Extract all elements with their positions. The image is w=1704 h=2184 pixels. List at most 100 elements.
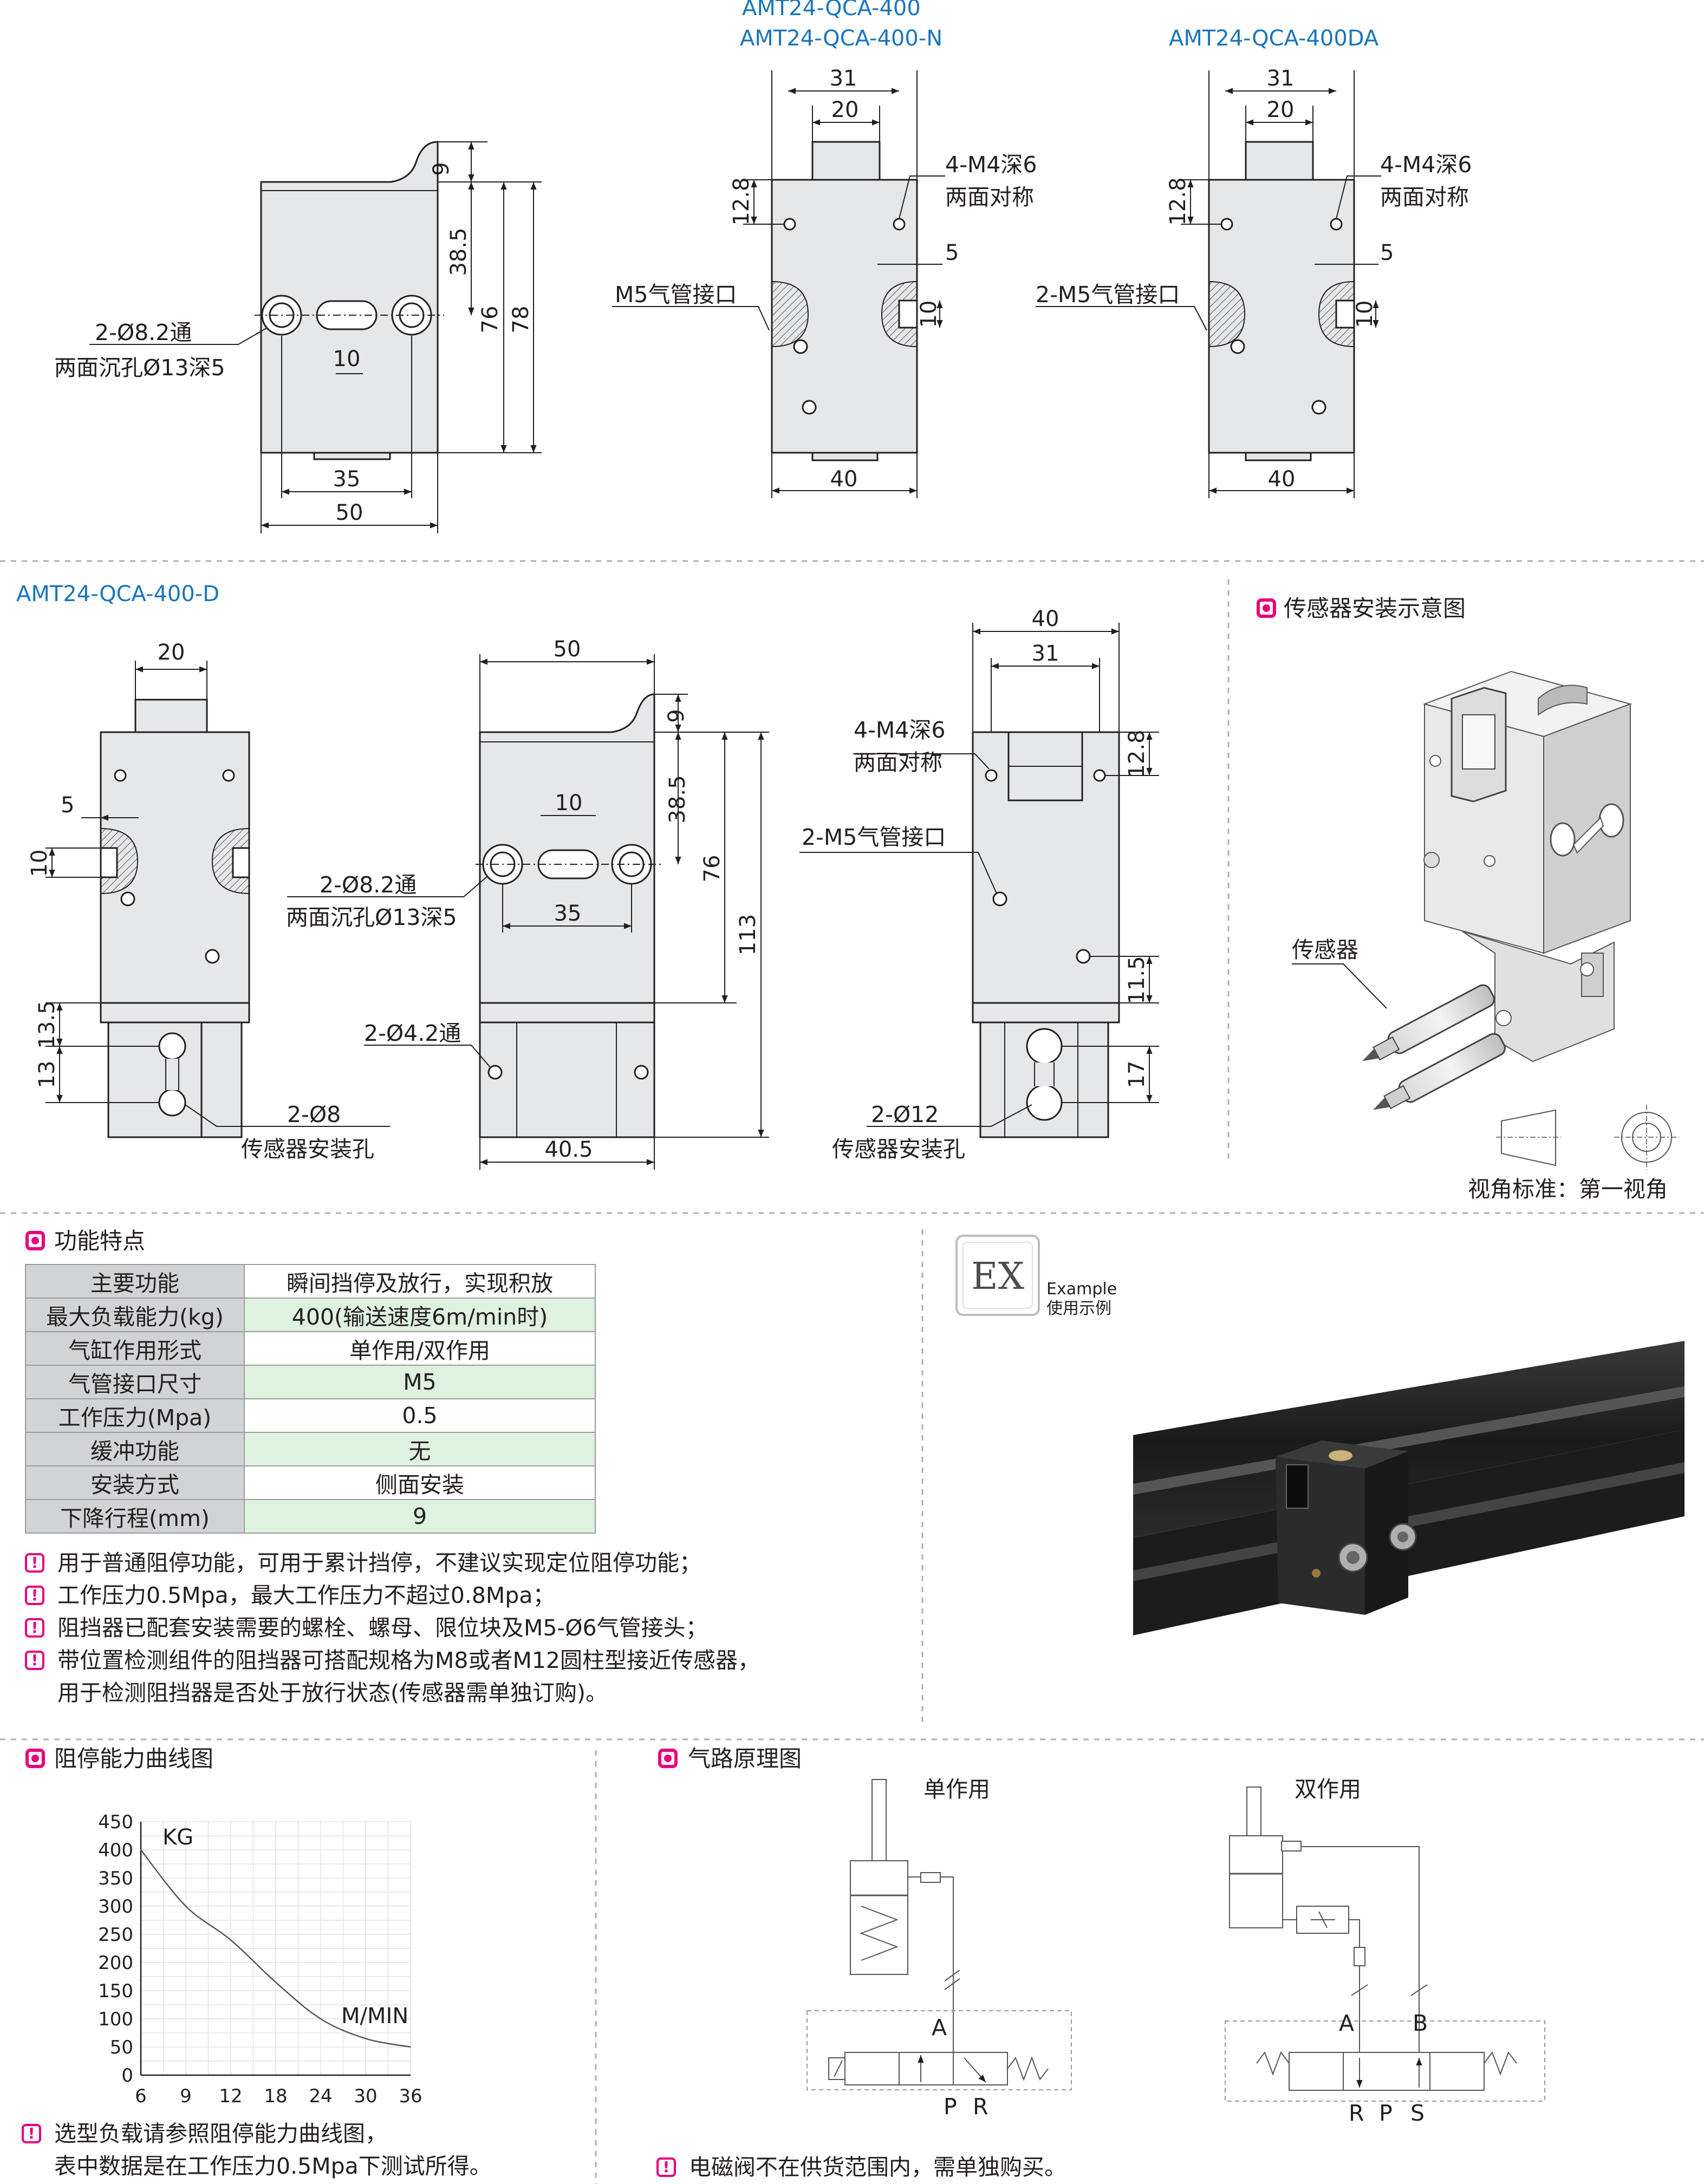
sensor-label: 传感器 [1292, 937, 1358, 963]
table-value: 400(输送速度6m/min时) [244, 1298, 596, 1332]
dim-9: 9 [664, 709, 689, 722]
section-icon-dot [664, 1755, 672, 1762]
sensor-callout-line2: 传感器安装孔 [241, 1136, 374, 1162]
sensor-callout-line2: 传感器安装孔 [832, 1136, 965, 1162]
y-tick-label: 300 [98, 1896, 133, 1918]
x-tick-label: 30 [354, 2085, 377, 2107]
table-row: 主要功能瞬间挡停及放行，实现积放 [25, 1264, 596, 1299]
port-p: P [944, 2094, 957, 2120]
example-badge [955, 1235, 1040, 1316]
note-item: ! 带位置检测组件的阻挡器可搭配规格为M8或者M12圆柱型接近传感器， [25, 1644, 760, 1677]
note-text: 工作压力0.5Mpa，最大工作压力不超过0.8Mpa； [57, 1582, 555, 1608]
y-tick-label: 450 [98, 1811, 133, 1833]
view-400da-drawing [1036, 70, 1381, 498]
x-axis-label: M/MIN [341, 2004, 408, 2029]
table-value: 无 [244, 1432, 596, 1466]
note-text-continued: 表中数据是在工作压力0.5Mpa下测试所得。 [54, 2153, 492, 2179]
warning-icon: ! [25, 1553, 44, 1573]
table-key: 气缸作用形式 [25, 1331, 245, 1366]
pneumatic-notes: !电磁阀不在供货范围内，需单独购买。 [656, 2151, 1066, 2183]
through-callout: 2-Ø4.2通 [364, 1020, 461, 1046]
dim-40: 40 [830, 467, 858, 492]
hole-callout-line1: 2-Ø8.2通 [95, 320, 192, 345]
port-s: S [1410, 2100, 1425, 2126]
table-value: 瞬间挡停及放行，实现积放 [244, 1264, 596, 1299]
curve-notes: !选型负载请参照阻停能力曲线图， 表中数据是在工作压力0.5Mpa下测试所得。 [22, 2117, 492, 2182]
example-badge-text: EX [971, 1255, 1025, 1298]
x-tick-label: 36 [399, 2085, 422, 2107]
note-text: 电磁阀不在供货范围内，需单独购买。 [689, 2154, 1066, 2180]
note-item: ! 用于普通阻停功能，可用于累计挡停，不建议实现定位阻停功能； [25, 1547, 760, 1579]
feature-notes: ! 用于普通阻停功能，可用于累计挡停，不建议实现定位阻停功能； ! 工作压力0.5M… [25, 1547, 760, 1709]
dim-5: 5 [945, 240, 959, 265]
y-tick-label: 200 [98, 1952, 133, 1974]
dim-113: 113 [736, 914, 760, 955]
x-tick-label: 12 [219, 2085, 242, 2107]
dim-50: 50 [554, 637, 581, 662]
note-text-continued: 用于检测阻挡器是否处于放行状态(传感器需单独订购)。 [57, 1680, 608, 1706]
view-400-drawing [612, 70, 945, 498]
pneumatic-title: 气路原理图 [688, 1745, 802, 1772]
dim-50: 50 [336, 500, 363, 525]
single-acting-diagram [807, 1779, 1072, 2090]
model-400da: AMT24-QCA-400DA [1169, 26, 1379, 51]
y-tick-label: 150 [98, 1980, 133, 2002]
table-value: 侧面安装 [244, 1465, 596, 1500]
port-p: P [1379, 2100, 1393, 2126]
single-acting-title: 单作用 [923, 1776, 990, 1802]
x-tick-label: 24 [309, 2085, 332, 2107]
example-label-cn: 使用示例 [1046, 1299, 1111, 1318]
table-key: 缓冲功能 [25, 1432, 245, 1466]
sensor-section-title: 传感器安装示意图 [1284, 595, 1466, 622]
warning-icon: ! [25, 1651, 44, 1670]
front-view-d-drawing [45, 661, 390, 1138]
x-tick-label: 6 [135, 2085, 147, 2107]
example-label-en: Example [1046, 1280, 1117, 1299]
dim-76: 76 [700, 855, 725, 883]
dim-40: 40 [1268, 467, 1296, 492]
rear-view-d-drawing [799, 623, 1159, 1138]
y-tick-label: 0 [121, 2065, 133, 2087]
dim-31: 31 [1032, 641, 1059, 666]
double-acting-diagram [1225, 1787, 1545, 2102]
note-text: 用于普通阻停功能，可用于累计挡停，不建议实现定位阻停功能； [57, 1550, 701, 1576]
dim-5: 5 [1380, 240, 1394, 265]
model-400-d: AMT24-QCA-400-D [16, 582, 219, 607]
y-tick-label: 350 [98, 1868, 133, 1889]
dim-76: 76 [478, 306, 503, 334]
warning-icon: ! [25, 1618, 44, 1638]
table-row: 最大负载能力(kg)400(输送速度6m/min时) [25, 1298, 596, 1332]
hole-callout-line2: 两面沉孔Ø13深5 [54, 355, 225, 381]
sensor-callout-line1: 2-Ø12 [871, 1101, 939, 1127]
thread-callout-line1: 4-M4深6 [854, 717, 945, 743]
model-400-n: AMT24-QCA-400-N [740, 26, 942, 51]
sensor-iso-illustration [1292, 670, 1633, 1110]
y-axis-label: KG [162, 1825, 193, 1850]
curve-title: 阻停能力曲线图 [54, 1745, 213, 1772]
dim-10: 10 [1352, 301, 1377, 328]
features-title: 功能特点 [54, 1228, 145, 1254]
dim-35: 35 [333, 467, 361, 492]
dim-40: 40 [1032, 607, 1059, 631]
section-icon-dot [31, 1237, 39, 1244]
table-value: M5 [244, 1365, 596, 1399]
section-icon-dot [31, 1755, 39, 1762]
model-400: AMT24-QCA-400 [742, 0, 921, 21]
table-value: 9 [244, 1499, 596, 1534]
dim-12-8: 12.8 [1124, 729, 1149, 778]
sensor-callout-line1: 2-Ø8 [287, 1101, 341, 1127]
note-item: !选型负载请参照阻停能力曲线图， [22, 2117, 492, 2150]
view-standard: 视角标准：第一视角 [1468, 1176, 1668, 1202]
section-icon-dot [1263, 604, 1270, 612]
warning-icon: ! [22, 2124, 41, 2143]
dim-10: 10 [916, 301, 941, 328]
projection-symbol-icon [1496, 1105, 1679, 1170]
port-r: R [1349, 2100, 1364, 2126]
hole-callout-line2: 两面沉孔Ø13深5 [286, 904, 457, 930]
table-key: 主要功能 [25, 1264, 245, 1299]
note-text: 带位置检测组件的阻挡器可搭配规格为M8或者M12圆柱型接近传感器， [57, 1647, 760, 1673]
dim-12-8: 12.8 [1166, 177, 1191, 225]
table-value: 0.5 [244, 1398, 596, 1433]
port-callout: 2-M5气管接口 [1036, 282, 1180, 308]
